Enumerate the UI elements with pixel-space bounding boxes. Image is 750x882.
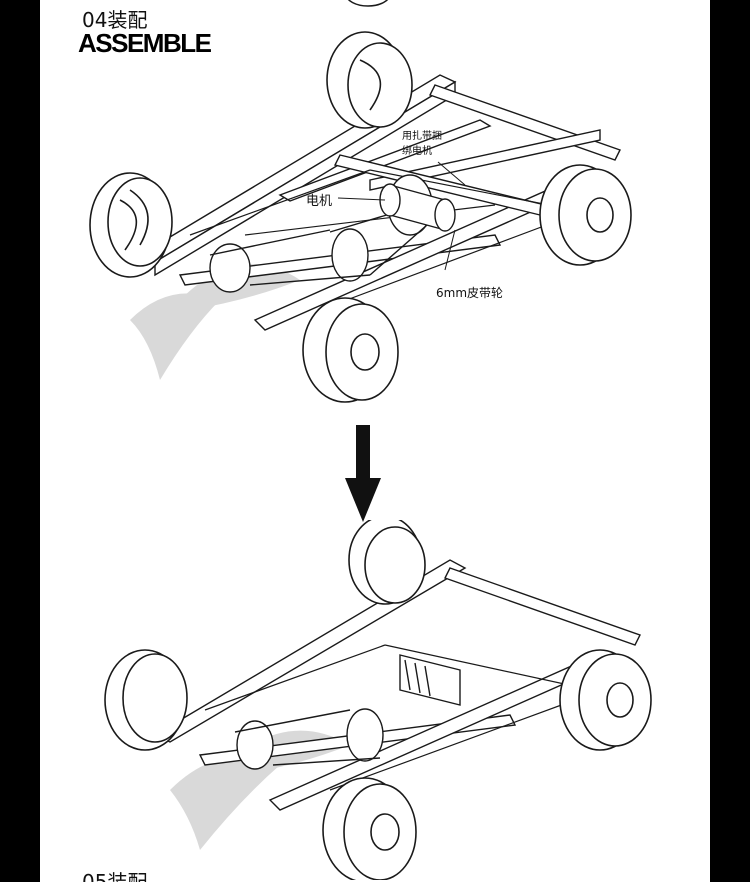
zip-tie-label-line1: 用扎带捆 <box>402 131 442 142</box>
zip-tie-label-line2: 绑电机 <box>402 146 432 157</box>
motor-label: 电机 <box>306 194 333 209</box>
chassis-drawing-after <box>104 520 652 880</box>
step-title: 04装配 <box>82 8 148 32</box>
instruction-sheet: 04装配 ASSEMBLE <box>40 0 710 882</box>
wheel-rear-right <box>326 31 413 129</box>
wheel-front-right <box>539 164 632 266</box>
belt-pulley-label: 6mm皮带轮 <box>436 286 504 300</box>
wheel-rear-left <box>89 172 173 278</box>
next-step-title: 05装配 <box>82 870 148 882</box>
chassis-drawing-before <box>89 0 632 403</box>
wheel-front-left <box>302 297 399 403</box>
step-subtitle: ASSEMBLE <box>78 28 212 58</box>
